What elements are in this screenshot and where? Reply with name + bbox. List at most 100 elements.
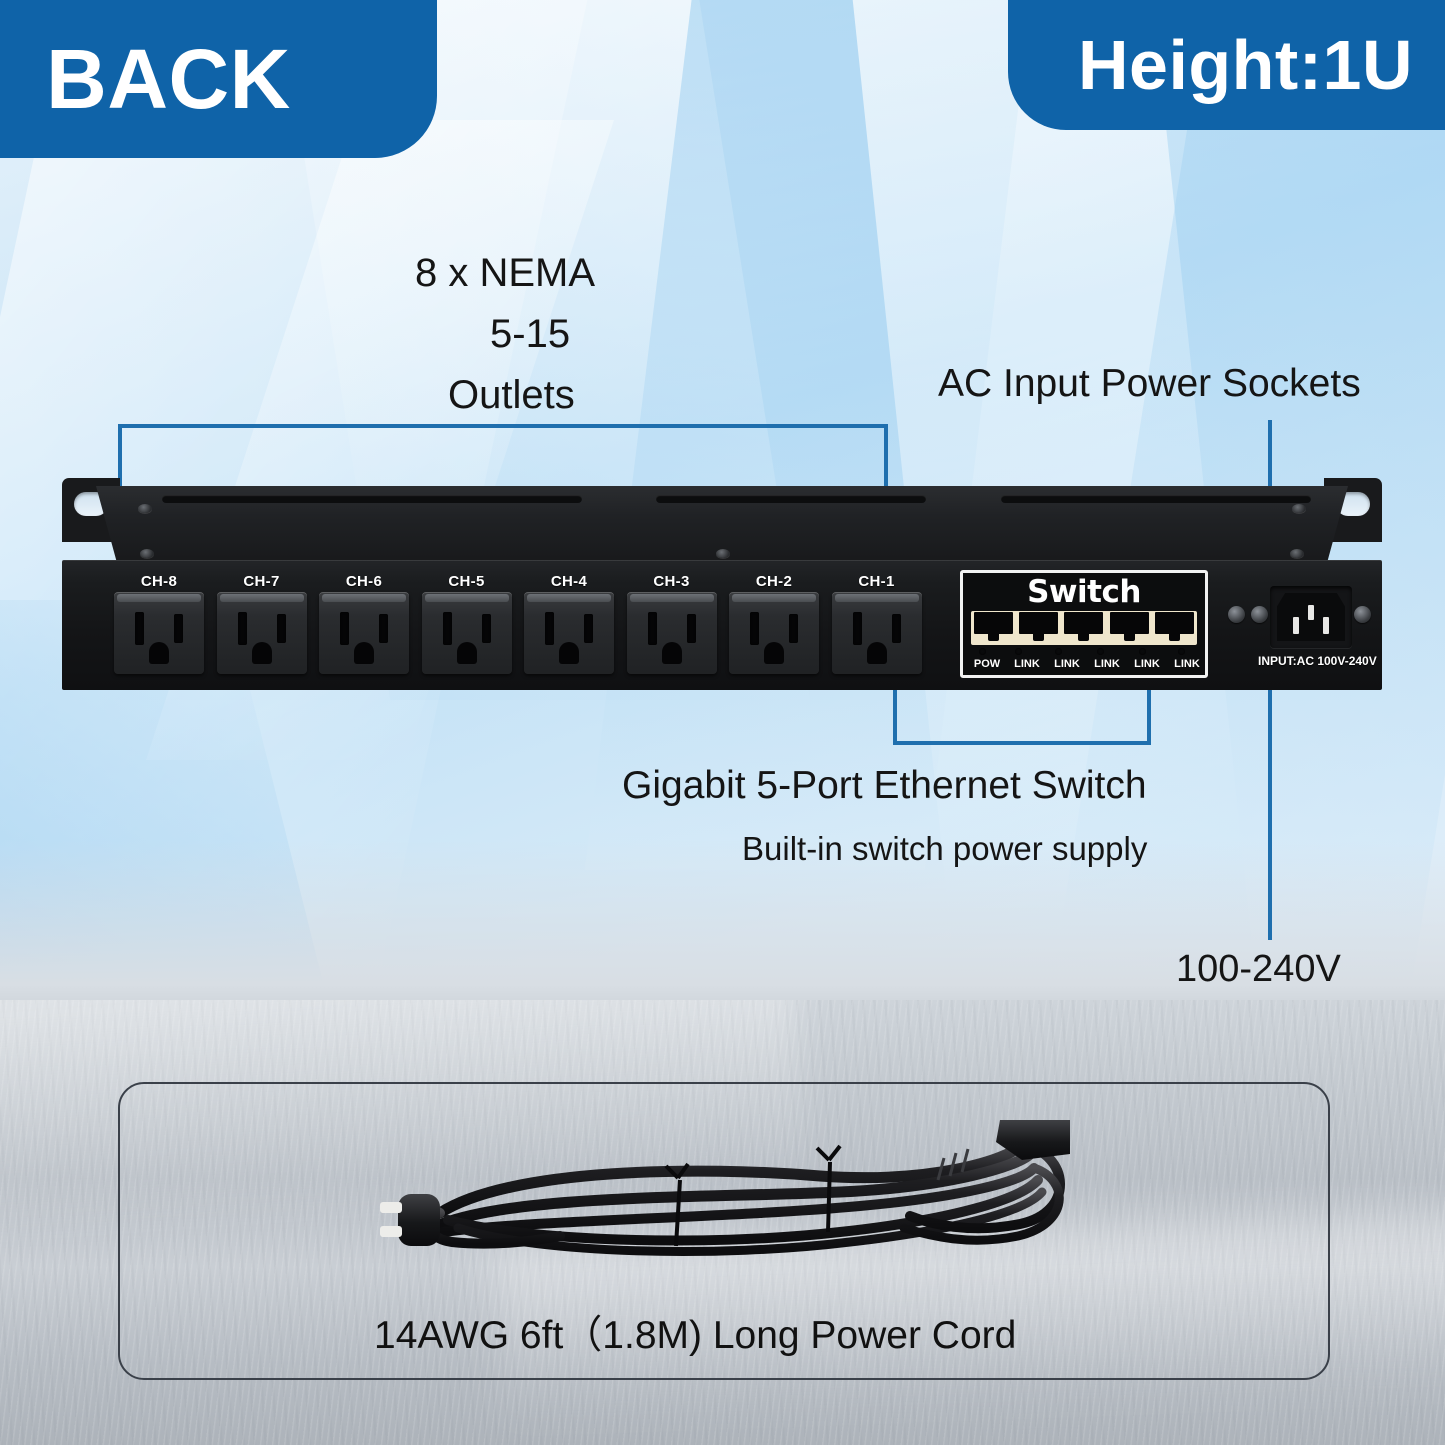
ethernet-switch-module: Switch POW LIN: [960, 570, 1208, 678]
outlet-neutral-slot: [340, 612, 349, 645]
screw: [716, 549, 730, 558]
outlet-cap: [834, 594, 919, 602]
screw: [1354, 606, 1371, 623]
nema-5-15-outlet[interactable]: [831, 592, 922, 674]
outlet-neutral-slot: [647, 612, 657, 645]
outlet-hot-slot: [891, 614, 901, 643]
outlet-neutral-slot: [750, 612, 759, 645]
screw: [1228, 606, 1245, 623]
rj45-mouth: [974, 612, 1013, 634]
nema-5-15-outlet[interactable]: [626, 592, 717, 674]
outlet-cell[interactable]: CH-6: [319, 572, 409, 674]
ac-input-rating-label: INPUT:AC 100V-240V: [1258, 654, 1377, 668]
outlet-cell[interactable]: CH-5: [421, 572, 512, 674]
rj45-tab: [1078, 630, 1090, 641]
vent-slot: [656, 495, 926, 503]
outlet-ground-hole: [866, 642, 887, 664]
nema-5-15-outlet[interactable]: [216, 592, 307, 674]
outlet-cell[interactable]: CH-2: [729, 572, 819, 674]
screw: [1290, 549, 1304, 558]
badge-back-label: BACK: [46, 31, 291, 126]
outlet-ground-hole: [149, 642, 169, 664]
screw: [138, 504, 152, 513]
outlet-neutral-slot: [237, 612, 247, 645]
rj45-mouth: [1154, 612, 1194, 634]
outlet-hot-slot: [789, 614, 798, 643]
callout-outlets-line3: Outlets: [448, 373, 575, 417]
outlet-row: CH-8 CH-7: [114, 572, 922, 674]
outlet-cell[interactable]: CH-3: [626, 572, 717, 674]
c14-line-pin: [1293, 617, 1299, 634]
rj45-port[interactable]: [1152, 611, 1197, 645]
power-cord-panel: [118, 1082, 1330, 1380]
c14-neutral-pin: [1323, 617, 1329, 634]
outlet-cap: [732, 594, 816, 602]
vent-slot: [162, 495, 582, 503]
callout-outlets-text: 8 x NEMA 5-15 Outlets: [415, 243, 595, 426]
switch-port-labels: POW LINK LINK LINK LINK LINK: [967, 658, 1207, 670]
outlet-ground-hole: [354, 642, 374, 664]
outlet-label: CH-1: [858, 573, 895, 590]
outlet-neutral-slot: [852, 612, 862, 645]
led-link-indicator: [1178, 648, 1185, 655]
nema-5-15-outlet[interactable]: [319, 592, 409, 674]
outlet-label: CH-8: [140, 573, 178, 590]
led-power-indicator: [979, 648, 986, 655]
nema-5-15-outlet[interactable]: [729, 592, 819, 674]
rj45-mouth: [1019, 612, 1059, 634]
outlet-cap: [424, 594, 509, 602]
led-link-indicator: [1139, 648, 1146, 655]
outlet-cell[interactable]: CH-8: [114, 572, 204, 674]
rj45-tab: [1168, 630, 1180, 641]
led-link-indicator: [1055, 648, 1062, 655]
outlet-hot-slot: [174, 614, 183, 643]
switch-port-label: LINK: [1054, 658, 1080, 670]
outlet-ground-hole: [251, 642, 272, 664]
rj45-mouth: [1109, 612, 1149, 634]
rj45-port[interactable]: [1016, 611, 1061, 645]
outlet-neutral-slot: [135, 612, 144, 645]
outlet-cap: [117, 594, 201, 602]
callout-outlets-line1: 8 x NEMA: [415, 251, 596, 295]
nema-5-15-outlet[interactable]: [421, 592, 512, 674]
c14-inner-cavity: [1277, 593, 1345, 641]
rj45-port[interactable]: [971, 611, 1016, 645]
rj45-mouth: [1064, 612, 1104, 634]
outlet-hot-slot: [686, 614, 696, 643]
outlet-cell[interactable]: CH-4: [524, 572, 614, 674]
rj45-port[interactable]: [1061, 611, 1106, 645]
screw: [1251, 606, 1268, 623]
nema-5-15-outlet[interactable]: [524, 592, 614, 674]
outlet-neutral-slot: [442, 612, 452, 645]
switch-port-label: LINK: [1134, 658, 1160, 670]
brushed-texture: [0, 1000, 1445, 1445]
c13-connector: [996, 1120, 1070, 1160]
nema-5-15-outlet[interactable]: [114, 592, 204, 674]
screw: [1292, 504, 1306, 513]
callout-outlets-line2: 5-15: [490, 312, 571, 356]
badge-height: Height:1U: [1008, 0, 1445, 130]
outlet-hot-slot: [584, 614, 593, 643]
c14-ac-inlet[interactable]: [1270, 586, 1352, 648]
rj45-tab: [1033, 630, 1045, 641]
c14-ground-pin: [1308, 605, 1314, 620]
rj45-port[interactable]: [1107, 611, 1152, 645]
power-cord-image: [380, 1120, 1070, 1256]
outlet-cap: [629, 594, 714, 602]
outlet-cap: [219, 594, 304, 602]
rj45-tab: [1123, 630, 1135, 641]
pdu-device: CH-8 CH-7: [62, 478, 1382, 690]
outlet-label: CH-7: [243, 573, 280, 590]
led-link-indicator: [1015, 648, 1022, 655]
ac-input-area: INPUT:AC 100V-240V: [1222, 568, 1377, 683]
brushed-texture: [0, 1000, 1445, 1445]
outlet-hot-slot: [481, 614, 491, 643]
screw: [140, 549, 154, 558]
outlet-label: CH-6: [345, 573, 383, 590]
outlet-cell[interactable]: CH-7: [216, 572, 307, 674]
badge-back: BACK: [0, 0, 437, 158]
outlet-label: CH-4: [550, 573, 588, 590]
outlet-cell[interactable]: CH-1: [831, 572, 922, 674]
switch-port-label: LINK: [1094, 658, 1120, 670]
